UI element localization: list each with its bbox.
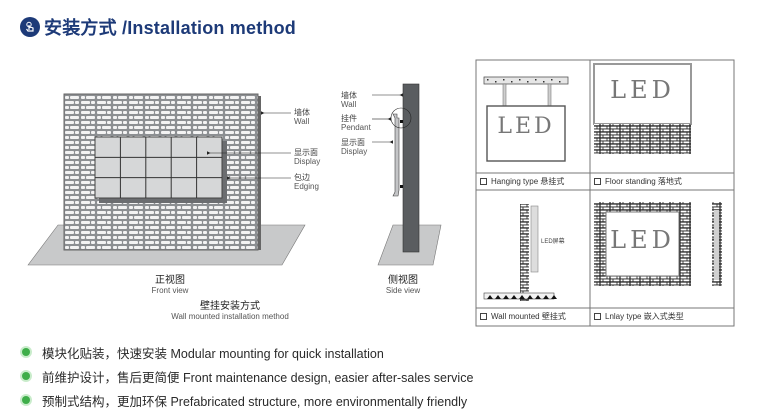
- floor-mark: [519, 295, 525, 299]
- type-wall-mounted[interactable]: Wall mounted 壁挂式: [480, 311, 566, 322]
- label-zh: 包边: [294, 173, 310, 182]
- method-caption: 壁挂安装方式 Wall mounted installation method: [150, 297, 310, 321]
- feature-item: 模块化贴装，快速安装 Modular mounting for quick in…: [20, 340, 473, 364]
- bullet-dot-icon: [22, 372, 30, 380]
- floor-mark: [495, 295, 501, 299]
- hanging-type-diagram: [483, 76, 569, 162]
- hand-touch-icon: [20, 17, 40, 37]
- caption-en: Wall mounted installation method: [171, 312, 289, 321]
- label-display: 显示面 Display: [294, 148, 320, 166]
- wall-led-text: LED屏幕: [541, 239, 565, 245]
- floor-mark: [543, 295, 549, 299]
- label-en: Wall: [341, 100, 357, 109]
- bullet-dot-icon: [22, 348, 30, 356]
- ceiling-mark: [495, 81, 497, 83]
- side-label-pendant: 挂件 Pendant: [341, 114, 371, 132]
- ceiling-mark: [503, 79, 505, 81]
- label-zh: 墙体: [294, 108, 310, 117]
- type-hanging[interactable]: Hanging type 悬挂式: [480, 176, 564, 187]
- floor-mark: [487, 295, 493, 299]
- feature-item: 预制式结构，更加环保 Prefabricated structure, more…: [20, 388, 473, 412]
- label-zh: 显示面: [294, 148, 318, 157]
- inlay-led-text: LED: [610, 226, 675, 254]
- type-label: Floor standing 落地式: [605, 177, 682, 186]
- ceiling-mark: [487, 79, 489, 81]
- front-display: [94, 136, 223, 199]
- front-view-caption: 正视图 Front view: [140, 271, 200, 295]
- label-en: Wall: [294, 117, 310, 126]
- ceiling-mark: [511, 81, 513, 83]
- ceiling-mark: [535, 79, 537, 81]
- caption-zh: 壁挂安装方式: [200, 301, 260, 312]
- section-header: 安装方式 /Installation method: [20, 14, 296, 40]
- feature-text: 模块化贴装，快速安装 Modular mounting for quick in…: [42, 346, 384, 361]
- checkbox-icon[interactable]: [480, 178, 487, 185]
- floor-standing-diagram: [593, 63, 692, 154]
- caption-en: Side view: [385, 286, 421, 295]
- side-display: [392, 113, 400, 197]
- checkbox-icon[interactable]: [594, 178, 601, 185]
- label-en: Display: [294, 157, 321, 166]
- label-en: Pendant: [341, 123, 371, 132]
- page-title: 安装方式 /Installation method: [44, 18, 297, 38]
- ceiling-mark: [559, 81, 561, 83]
- label-en: Display: [341, 147, 368, 156]
- caption-zh: 正视图: [155, 275, 185, 286]
- feature-item: 前维护设计，售后更简便 Front maintenance design, ea…: [20, 364, 473, 388]
- label-zh: 挂件: [341, 114, 357, 123]
- type-inlay[interactable]: Lnlay type 嵌入式类型: [594, 311, 684, 322]
- caption-en: Front view: [151, 286, 189, 295]
- type-label: Hanging type 悬挂式: [491, 177, 565, 186]
- wall-mounted-diagram: [483, 204, 557, 301]
- side-view-caption: 侧视图 Side view: [378, 271, 428, 295]
- floor-mark: [535, 295, 541, 299]
- checkbox-icon[interactable]: [594, 313, 601, 320]
- floor-mark: [551, 295, 557, 299]
- inlay-type-diagram: [594, 202, 722, 286]
- pendant-highlight: [390, 107, 412, 129]
- checkbox-icon[interactable]: [480, 313, 487, 320]
- caption-zh: 侧视图: [388, 275, 418, 286]
- floor-led-text: LED: [610, 76, 675, 104]
- side-label-display: 显示面 Display: [341, 138, 367, 156]
- ceiling-mark: [519, 79, 521, 81]
- ceiling-mark: [551, 79, 553, 81]
- side-label-wall: 墙体 Wall: [341, 91, 357, 109]
- label-edging: 包边 Edging: [294, 173, 319, 191]
- ceiling-mark: [527, 81, 529, 83]
- type-floor-standing[interactable]: Floor standing 落地式: [594, 176, 682, 187]
- type-label: Lnlay type 嵌入式类型: [605, 312, 684, 321]
- hanging-led-text: LED: [497, 114, 555, 139]
- feature-text: 前维护设计，售后更简便 Front maintenance design, ea…: [42, 370, 474, 385]
- floor-mark: [511, 295, 517, 299]
- floor-mark: [503, 295, 509, 299]
- label-zh: 显示面: [341, 138, 365, 147]
- ceiling-mark: [543, 81, 545, 83]
- label-zh: 墙体: [341, 91, 357, 100]
- label-wall: 墙体 Wall: [294, 108, 310, 126]
- bullet-dot-icon: [22, 396, 30, 404]
- feature-text: 预制式结构，更加环保 Prefabricated structure, more…: [42, 394, 468, 409]
- type-label: Wall mounted 壁挂式: [491, 312, 566, 321]
- label-en: Edging: [294, 182, 319, 191]
- feature-list: 模块化贴装，快速安装 Modular mounting for quick in…: [20, 340, 473, 412]
- floor-mark: [527, 295, 533, 299]
